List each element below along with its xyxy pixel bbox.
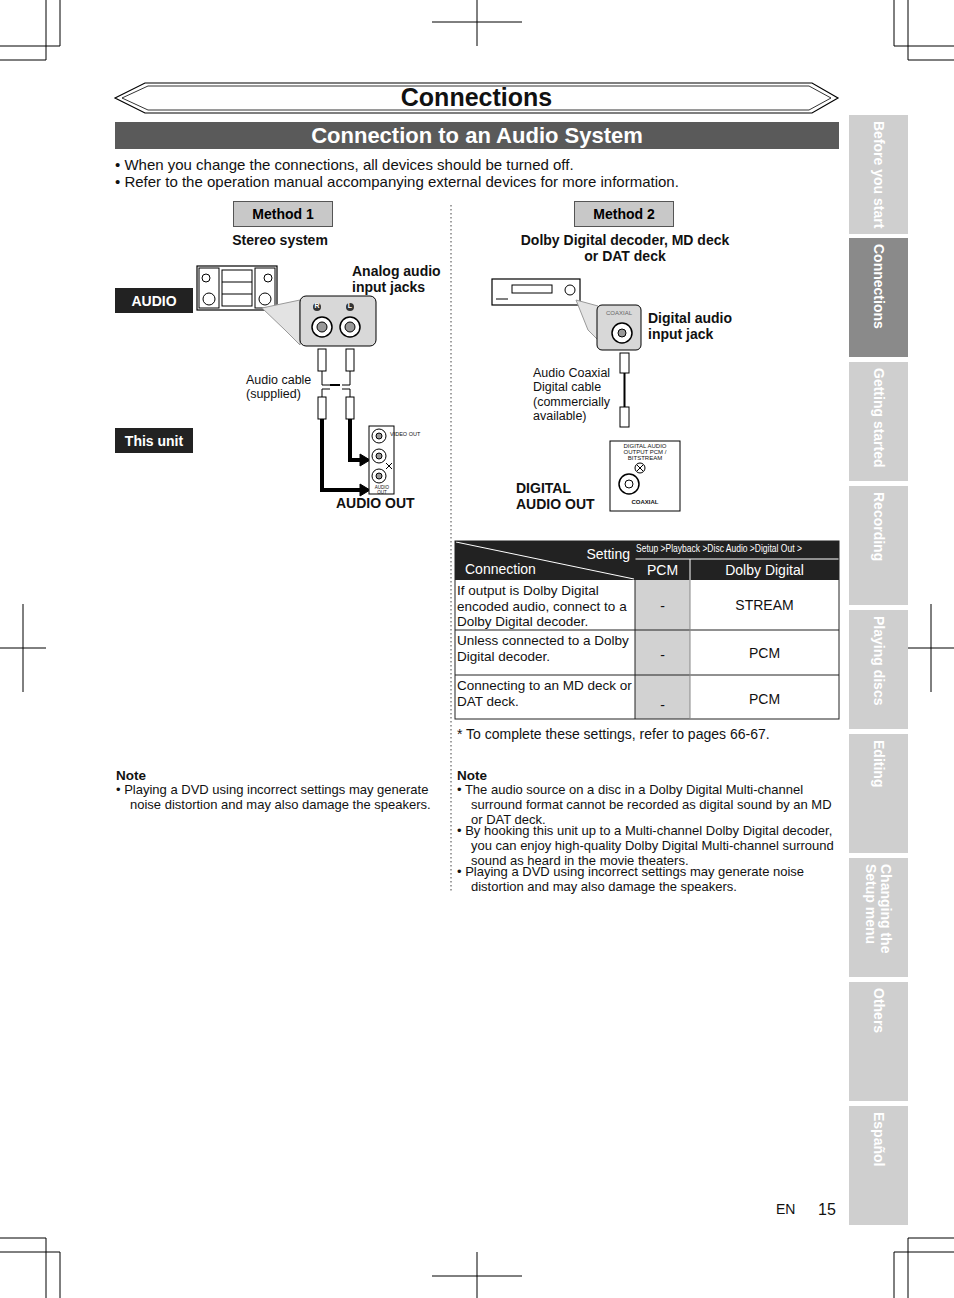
label-text: DIGITAL AUDIO OUT — [516, 480, 606, 512]
label-text: Dolby Digital — [690, 562, 839, 578]
side-tab: Español — [849, 1106, 908, 1225]
node-text: This unit — [125, 433, 183, 449]
label-text: Digital audio input jack — [648, 310, 748, 342]
label-text: L — [345, 302, 355, 309]
audio-cable — [318, 349, 370, 496]
node-text: Playing discs — [849, 610, 908, 727]
method-box: Method 1 — [233, 201, 333, 227]
label-text: Audio cable (supplied) — [246, 373, 318, 402]
label-text: • When you change the connections, all d… — [115, 156, 845, 173]
label-text: VIDEO OUT — [390, 432, 430, 438]
black-label: AUDIO — [115, 288, 193, 313]
label-text: DIGITAL AUDIO OUTPUT PCM / BITSTREAM — [611, 443, 679, 461]
label-text: COAXIAL — [604, 310, 634, 316]
side-tab: Editing — [849, 734, 908, 853]
black-label: This unit — [115, 428, 193, 453]
label-text: Unless connected to a Dolby Digital deco… — [457, 633, 633, 664]
label-text: 15 — [818, 1201, 848, 1219]
label-text: Note — [457, 768, 557, 784]
method-box: Method 2 — [574, 201, 674, 227]
node-text: Recording — [849, 486, 908, 603]
node-text: Editing — [849, 734, 908, 851]
page-title: Connections — [115, 82, 838, 112]
label-text: R — [312, 302, 322, 309]
node-text: Getting started — [849, 362, 908, 479]
side-tab: Others — [849, 982, 908, 1101]
label-text: - — [635, 647, 690, 663]
label-text: STREAM — [690, 597, 839, 613]
label-text: PCM — [690, 691, 839, 707]
label-text: Audio Coaxial Digital cable (commerciall… — [533, 366, 619, 424]
title-ribbon — [115, 83, 838, 113]
side-tab: Recording — [849, 486, 908, 605]
label-text: Stereo system — [200, 232, 360, 248]
label-text: EN — [776, 1201, 806, 1217]
label-text: • Refer to the operation manual accompan… — [115, 173, 845, 190]
label-text: • Playing a DVD using incorrect settings… — [457, 865, 842, 895]
stereo-system-icon — [197, 266, 300, 345]
section-band: Connection to an Audio System — [115, 122, 839, 149]
label-text: Analog audio input jacks — [352, 263, 447, 295]
label-text: AUDIO OUT — [336, 495, 436, 511]
settings-table — [455, 541, 839, 719]
side-tab: Playing discs — [849, 610, 908, 729]
label-text: AUDIO OUT — [370, 486, 394, 495]
label-text: Dolby Digital decoder, MD deck or DAT de… — [520, 232, 730, 264]
label-text: COAXIAL — [611, 499, 679, 505]
side-tab: Before you start — [849, 115, 908, 234]
node-text: Español — [849, 1106, 908, 1223]
label-text: If output is Dolby Digital encoded audio… — [457, 583, 633, 630]
label-text: * To complete these settings, refer to p… — [457, 726, 847, 742]
label-text: PCM — [635, 562, 690, 578]
label-text: • Playing a DVD using incorrect settings… — [116, 783, 441, 813]
label-text: PCM — [690, 645, 839, 661]
label-text: • By hooking this unit up to a Multi-cha… — [457, 824, 842, 869]
analog-jack-panel — [300, 296, 376, 346]
label-text: Connection — [465, 561, 565, 577]
node-text: AUDIO — [131, 293, 176, 309]
node-text: Method 2 — [593, 206, 654, 222]
coax-cable — [610, 353, 680, 511]
side-tab: Getting started — [849, 362, 908, 481]
node-text: Changing the Setup menu — [849, 858, 908, 975]
node-text: Before you start — [849, 115, 908, 232]
label-text: Setting — [560, 546, 630, 562]
label-text: - — [635, 697, 690, 713]
divider — [451, 205, 452, 892]
label-text: Setup >Playback >Disc Audio >Digital Out… — [636, 543, 802, 555]
decoder-icon — [492, 279, 641, 350]
label-text: Note — [116, 768, 216, 784]
side-tab: Connections — [849, 238, 908, 357]
node-text: Connections — [849, 238, 908, 355]
label-text: Connecting to an MD deck or DAT deck. — [457, 678, 633, 709]
label-text: - — [635, 598, 690, 614]
label-text: • The audio source on a disc in a Dolby … — [457, 783, 842, 828]
node-text: Method 1 — [252, 206, 313, 222]
side-tab: Changing the Setup menu — [849, 858, 908, 977]
node-text: Connection to an Audio System — [311, 123, 643, 149]
node-text: Others — [849, 982, 908, 1099]
